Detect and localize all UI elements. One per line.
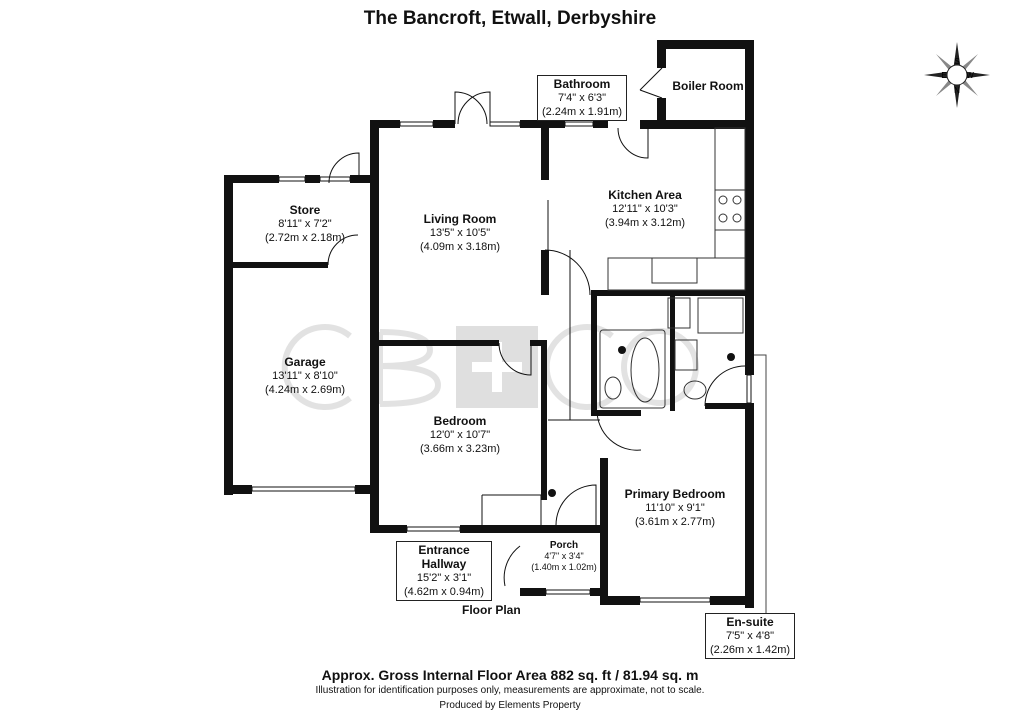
room-name: Garage	[284, 355, 326, 369]
room-metric: (3.94m x 3.12m)	[604, 217, 686, 229]
room-name: Porch	[549, 540, 579, 551]
room-name: Store	[289, 203, 321, 217]
producer-credit: Produced by Elements Property	[439, 700, 581, 711]
ensuite-leader	[754, 354, 767, 613]
room-label-bathroom: Bathroom 7'4" x 6'3" (2.24m x 1.91m)	[537, 75, 627, 121]
compass-icon: S N E W	[924, 42, 990, 108]
room-metric: (4.09m x 3.18m)	[419, 241, 501, 253]
compass-s: S	[954, 57, 959, 66]
room-metric: (3.66m x 3.23m)	[419, 443, 501, 455]
light-points	[548, 346, 735, 497]
room-imperial: 11'10" x 9'1"	[645, 502, 705, 514]
windows	[251, 176, 752, 603]
room-metric: (4.62m x 0.94m)	[403, 586, 485, 598]
room-metric: (3.61m x 2.77m)	[634, 516, 716, 528]
room-label-hallway: Entrance Hallway 15'2" x 3'1" (4.62m x 0…	[396, 541, 492, 601]
compass-n: N	[954, 86, 960, 95]
room-metric: (2.24m x 1.91m)	[541, 106, 623, 118]
floor-plan-label: Floor Plan	[462, 603, 521, 617]
room-label-bedroom: Bedroom 12'0" x 10'7" (3.66m x 3.23m)	[405, 414, 515, 456]
room-name: Bathroom	[553, 77, 611, 91]
floor-area-total: Approx. Gross Internal Floor Area 882 sq…	[321, 667, 699, 683]
room-label-living: Living Room 13'5" x 10'5" (4.09m x 3.18m…	[405, 212, 515, 254]
room-name: Boiler Room	[672, 79, 744, 93]
watermark-logo	[281, 324, 699, 410]
room-imperial: 7'5" x 4'8"	[725, 630, 775, 642]
page-title: The Bancroft, Etwall, Derbyshire	[363, 8, 657, 29]
room-metric: (4.24m x 2.69m)	[264, 384, 346, 396]
room-label-ensuite: En-suite 7'5" x 4'8" (2.26m x 1.42m)	[705, 613, 795, 659]
room-imperial: 8'11" x 7'2"	[278, 218, 332, 230]
room-name: Entrance Hallway	[418, 543, 470, 571]
room-imperial: 13'5" x 10'5"	[429, 227, 491, 239]
room-name: Bedroom	[433, 414, 487, 428]
room-name: Living Room	[423, 212, 497, 226]
walls	[224, 40, 754, 608]
room-imperial: 4'7" x 3'4"	[544, 551, 584, 561]
room-label-porch: Porch 4'7" x 3'4" (1.40m x 1.02m)	[526, 540, 602, 573]
room-imperial: 7'4" x 6'3"	[557, 92, 607, 104]
room-name: Kitchen Area	[608, 188, 682, 202]
disclaimer: Illustration for identification purposes…	[315, 685, 705, 696]
room-imperial: 13'11" x 8'10"	[272, 370, 338, 382]
room-metric: (2.72m x 2.18m)	[264, 232, 346, 244]
room-imperial: 12'11" x 10'3"	[612, 203, 678, 215]
room-imperial: 15'2" x 3'1"	[416, 572, 472, 584]
room-name: En-suite	[726, 615, 774, 629]
room-name: Primary Bedroom	[624, 487, 726, 501]
room-metric: (1.40m x 1.02m)	[531, 562, 597, 572]
compass-w: W	[966, 71, 974, 80]
room-label-boiler: Boiler Room	[668, 79, 748, 93]
fixtures	[599, 127, 746, 409]
doors	[327, 67, 746, 587]
room-label-store: Store 8'11" x 7'2" (2.72m x 2.18m)	[255, 203, 355, 245]
compass-e: E	[941, 71, 946, 80]
room-imperial: 12'0" x 10'7"	[429, 429, 491, 441]
room-label-kitchen: Kitchen Area 12'11" x 10'3" (3.94m x 3.1…	[590, 188, 700, 230]
room-label-garage: Garage 13'11" x 8'10" (4.24m x 2.69m)	[250, 355, 360, 397]
room-label-primary-bedroom: Primary Bedroom 11'10" x 9'1" (3.61m x 2…	[620, 487, 730, 529]
room-metric: (2.26m x 1.42m)	[709, 644, 791, 656]
